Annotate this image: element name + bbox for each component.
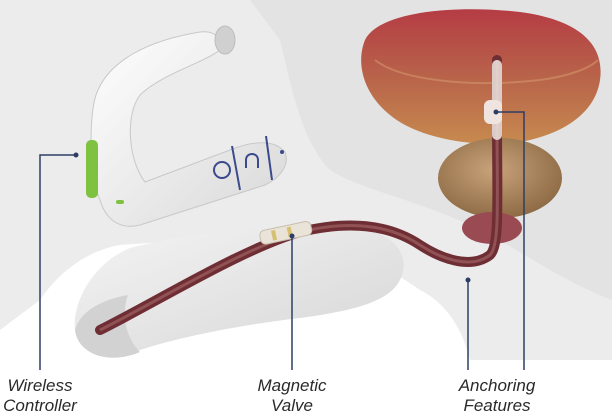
label-anchoring-line-2: Features [427,396,567,416]
label-anchoring-features: Anchoring Features [427,376,567,416]
power-button [86,140,98,198]
label-wireless-line-1: Wireless [0,376,110,396]
label-magnetic-valve: Magnetic Valve [222,376,362,416]
label-wireless-line-2: Controller [0,396,110,416]
label-magnetic-line-2: Valve [222,396,362,416]
label-magnetic-line-1: Magnetic [222,376,362,396]
label-wireless-controller: Wireless Controller [0,376,110,416]
label-anchoring-line-1: Anchoring [427,376,567,396]
